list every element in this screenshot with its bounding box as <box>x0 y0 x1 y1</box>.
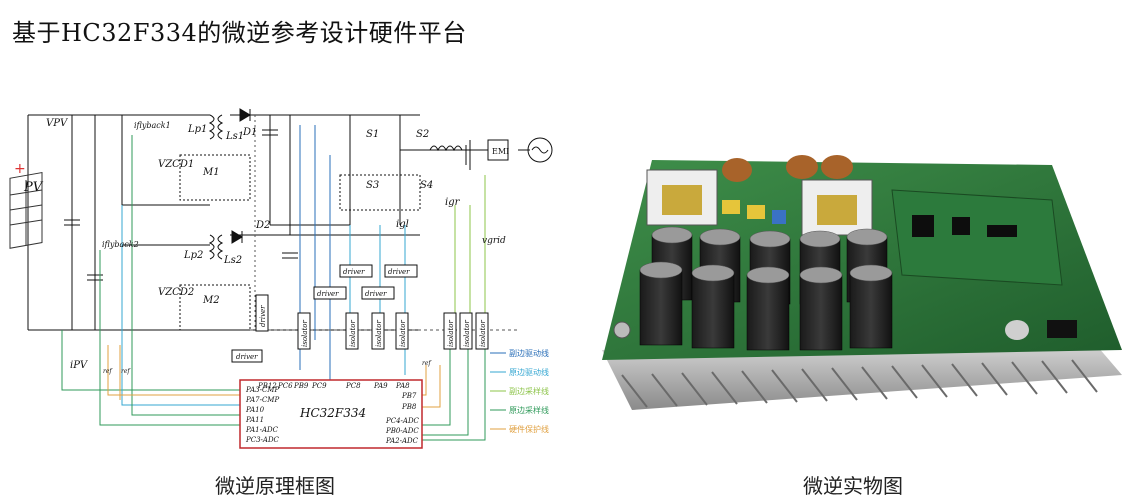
microinverter-schematic: + <box>9 108 553 449</box>
s4-label: S4 <box>420 180 433 191</box>
driver-label: driver <box>388 268 410 276</box>
mcu-pin: PC4-ADC <box>385 417 420 425</box>
ls1-label: Ls1 <box>225 131 244 142</box>
pv-panel-icon: + <box>9 161 43 249</box>
mcu-pin: PA2-ADC <box>385 437 419 445</box>
driver-label: driver <box>365 290 387 298</box>
mcu-pin: PC6 <box>277 382 293 390</box>
mcu-pin: PA1-ADC <box>245 426 279 434</box>
photo-caption: 微逆实物图 <box>803 474 903 498</box>
legend-primary-sample: 原边采样线 <box>509 405 549 415</box>
s3-label: S3 <box>366 180 379 191</box>
vzcd2-label: VZCD2 <box>158 287 194 298</box>
m2-label: M2 <box>202 295 220 306</box>
mcu-pin: PB0-ADC <box>385 427 419 435</box>
vpv-label: VPV <box>46 118 69 129</box>
m1-label: M1 <box>202 167 220 178</box>
isolator-label: isolator <box>349 320 357 347</box>
driver-label: driver <box>259 305 267 327</box>
ipv-label: iPV <box>70 360 89 371</box>
isolator-label: isolator <box>375 320 383 347</box>
ref-label: ref <box>422 360 432 367</box>
ref-label: ref <box>103 368 113 375</box>
mcu-pin: PA8 <box>395 382 410 390</box>
emi-label: EMI <box>492 147 509 156</box>
legend-primary-drive: 原边驱动线 <box>509 367 549 377</box>
d1-label: D1 <box>242 127 257 138</box>
mcu-block <box>239 379 423 449</box>
mcu-pin: PA11 <box>245 416 264 424</box>
schematic-caption: 微逆原理框图 <box>215 474 335 498</box>
ls2-label: Ls2 <box>223 255 242 266</box>
mcu-pin: PA9 <box>373 382 388 390</box>
vzcd1-label: VZCD1 <box>158 159 194 170</box>
board-photo <box>602 155 1122 410</box>
mcu-pin: PB8 <box>401 403 417 411</box>
mcu-pin: PA3-CMP <box>245 386 279 394</box>
pv-label: PV <box>23 180 44 195</box>
mcu-pin: PB7 <box>401 392 417 400</box>
grid-source-icon <box>527 137 553 163</box>
legend-secondary-drive: 副边驱动线 <box>509 348 549 358</box>
page-title: 基于HC32F334的微逆参考设计硬件平台 <box>12 19 467 47</box>
s1-label: S1 <box>366 129 379 140</box>
isolator-label: isolator <box>301 320 309 347</box>
mcu-pin: PC9 <box>311 382 327 390</box>
isolator-label: isolator <box>479 320 487 347</box>
mcu-pin: PC3-ADC <box>245 436 280 444</box>
iflyback1-label: iflyback1 <box>134 121 171 130</box>
driver-label: driver <box>343 268 365 276</box>
isolator-label: isolator <box>399 320 407 347</box>
isolator-label: isolator <box>463 320 471 347</box>
lp2-label: Lp2 <box>183 250 203 261</box>
igl-label: igl <box>396 219 409 230</box>
lp1-label: Lp1 <box>187 124 207 135</box>
wire-legend: 副边驱动线 原边驱动线 副边采样线 原边采样线 硬件保护线 <box>490 348 549 434</box>
vgrid-label: vgrid <box>482 236 506 246</box>
mcu-pin: PA7-CMP <box>245 396 279 404</box>
driver-label: driver <box>317 290 339 298</box>
mcu-name: HC32F334 <box>299 406 366 420</box>
mcu-pin: PA10 <box>245 406 265 414</box>
d2-label: D2 <box>255 220 270 231</box>
driver-label: driver <box>236 353 258 361</box>
legend-secondary-sample: 副边采样线 <box>509 386 549 396</box>
legend-hw-protection: 硬件保护线 <box>509 424 549 434</box>
isolator-label: isolator <box>447 320 455 347</box>
ref-label: ref <box>121 368 131 375</box>
mcu-pin: PB12 <box>257 382 277 390</box>
s2-label: S2 <box>416 129 429 140</box>
igr-label: igr <box>445 197 461 208</box>
mcu-pin: PB9 <box>293 382 309 390</box>
mcu-pin: PC8 <box>345 382 361 390</box>
iflyback2-label: iflyback2 <box>102 240 139 249</box>
svg-text:+: + <box>14 161 26 177</box>
